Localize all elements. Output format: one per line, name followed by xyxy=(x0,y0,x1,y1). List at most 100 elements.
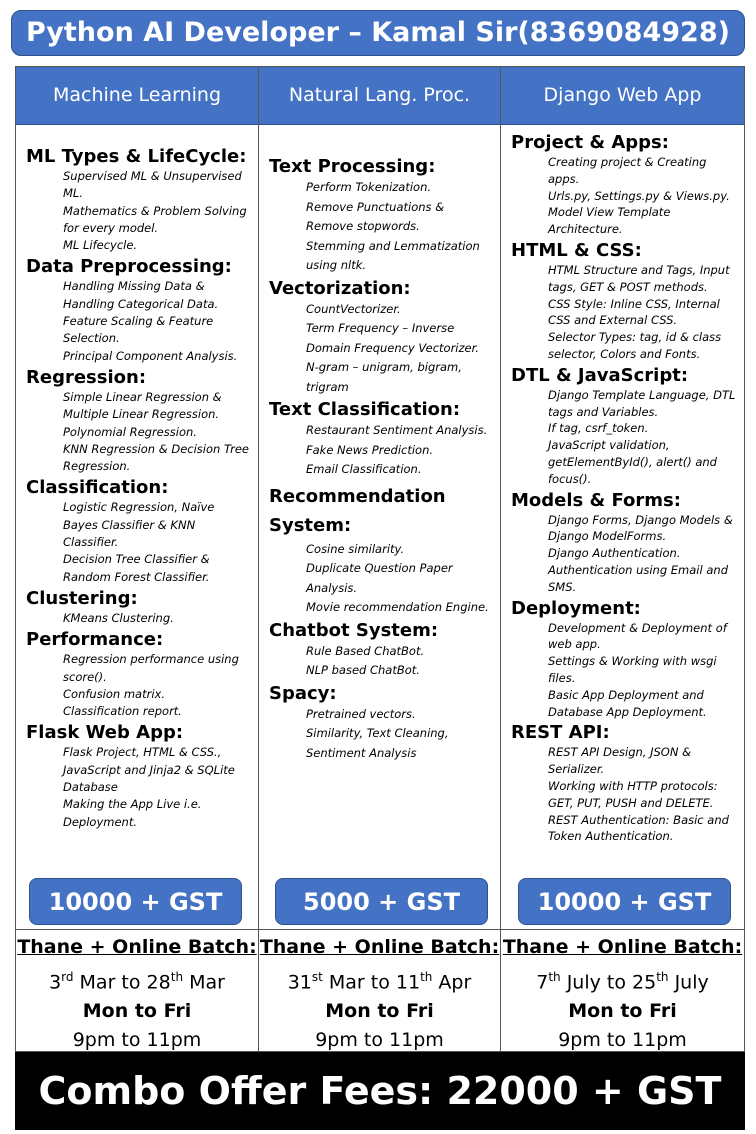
batch-title: Thane + Online Batch: xyxy=(17,936,257,958)
list-item: Handling Missing Data & Handling Categor… xyxy=(63,279,219,311)
section-title: Vectorization: xyxy=(269,277,411,299)
list-item: Classification report. xyxy=(63,704,182,719)
list-item: Cosine similarity. xyxy=(306,541,405,556)
batch-days: Mon to Fri xyxy=(82,1000,192,1023)
list-item: JavaScript validation, getElementById(),… xyxy=(548,438,717,486)
section-title: Chatbot System: xyxy=(269,619,439,641)
section: Regression: Simple Linear Regression & M… xyxy=(26,367,252,475)
section-title: Deployment: xyxy=(511,597,641,619)
list-item: Logistic Regression, Naïve Bayes Classif… xyxy=(63,500,215,550)
batch-days: Mon to Fri xyxy=(325,1000,434,1023)
list-item: Flask Project, HTML & CSS., JavaScript a… xyxy=(63,745,235,795)
list-item: Duplicate Question Paper Analysis. xyxy=(306,561,453,595)
column-body: ML Types & LifeCycle: Supervised ML & Un… xyxy=(16,124,258,930)
batch-title: Thane + Online Batch: xyxy=(259,936,500,958)
course-table: Machine Learning ML Types & LifeCycle: S… xyxy=(15,66,745,1054)
batch-days: Mon to Fri xyxy=(568,1000,677,1023)
list-item: Polynomial Regression. xyxy=(63,424,197,439)
list-item: Remove Punctuations & Remove stopwords. xyxy=(306,199,445,234)
section-title: Classification: xyxy=(26,477,169,499)
list-item: Model View Template Architecture. xyxy=(548,205,671,237)
list-item: Authentication using Email and SMS. xyxy=(548,562,728,594)
list-item: N-gram – unigram, bigram, trigram xyxy=(306,360,462,394)
section-title: DTL & JavaScript: xyxy=(511,364,689,386)
batch-dates: 7th July to 25th July xyxy=(536,970,709,994)
section-title: REST API: xyxy=(511,722,610,744)
price-badge: 10000 + GST xyxy=(29,878,242,925)
section-title: Flask Web App: xyxy=(26,722,184,744)
list-item: REST API Design, JSON & Serializer. xyxy=(548,745,692,777)
column-machine-learning: Machine Learning ML Types & LifeCycle: S… xyxy=(16,67,258,1051)
list-item: NLP based ChatBot. xyxy=(306,663,420,677)
list-item: Creating project & Creating apps. xyxy=(548,155,707,186)
section-title: Regression: xyxy=(26,366,147,388)
page-title: Python AI Developer – Kamal Sir(83690849… xyxy=(11,10,745,56)
list-item: KMeans Clustering. xyxy=(63,610,174,625)
list-item: Feature Scaling & Feature Selection. xyxy=(63,314,214,346)
list-item: Basic App Deployment and Database App De… xyxy=(548,687,707,719)
section: Spacy: Pretrained vectors. Similarity, T… xyxy=(269,683,494,764)
section: Text Classification: Restaurant Sentimen… xyxy=(269,399,494,480)
column-body: Text Processing: Perform Tokenization. R… xyxy=(259,124,500,930)
section-title: Spacy: xyxy=(269,682,337,704)
list-item: Regression performance using score(). xyxy=(63,652,239,684)
combo-offer-banner: Combo Offer Fees: 22000 + GST xyxy=(15,1052,745,1130)
section: ML Types & LifeCycle: Supervised ML & Un… xyxy=(26,146,252,254)
section: Clustering: KMeans Clustering. xyxy=(26,588,252,627)
list-item: Simple Linear Regression & Multiple Line… xyxy=(63,389,222,422)
list-item: Similarity, Text Cleaning, Sentiment Ana… xyxy=(306,726,449,760)
batch-dates: 31st Mar to 11th Apr xyxy=(287,970,472,994)
list-item: Mathematics & Problem Solving for every … xyxy=(63,203,247,235)
section-title: Performance: xyxy=(26,629,164,651)
list-item: CountVectorizer. xyxy=(306,301,401,316)
section: Recommendation System: Cosine similarity… xyxy=(269,482,494,618)
list-item: ML Lifecycle. xyxy=(63,238,138,253)
column-body: Project & Apps: Creating project & Creat… xyxy=(501,124,744,930)
list-item: Selector Types: tag, id & class selector… xyxy=(548,330,722,361)
batch-cell: Thane + Online Batch: 3rd Mar to 28th Ma… xyxy=(16,930,258,1054)
list-item: Stemming and Lemmatization using nltk. xyxy=(306,238,480,273)
section-title: Text Processing: xyxy=(269,156,436,177)
section-title: ML Types & LifeCycle: xyxy=(26,146,247,167)
section: Data Preprocessing: Handling Missing Dat… xyxy=(26,256,252,364)
column-heading: Machine Learning xyxy=(16,67,258,125)
list-item: Django Authentication. xyxy=(548,546,681,561)
batch-title: Thane + Online Batch: xyxy=(502,936,743,958)
list-item: Movie recommendation Engine. xyxy=(306,600,489,614)
batch-dates: 3rd Mar to 28th Mar xyxy=(49,970,225,994)
section: Chatbot System: Rule Based ChatBot. NLP … xyxy=(269,620,494,681)
list-item: HTML Structure and Tags, Input tags, GET… xyxy=(548,262,730,294)
batch-cell: Thane + Online Batch: 7th July to 25th J… xyxy=(500,930,744,1054)
section: Performance: Regression performance usin… xyxy=(26,629,252,720)
section-title: Data Preprocessing: xyxy=(26,256,232,278)
list-item: Urls.py, Settings.py & Views.py. xyxy=(548,188,730,203)
batch-cell: Thane + Online Batch: 31st Mar to 11th A… xyxy=(258,930,500,1054)
section: HTML & CSS: HTML Structure and Tags, Inp… xyxy=(511,240,738,363)
section: Project & Apps: Creating project & Creat… xyxy=(511,132,738,238)
batch-time: 9pm to 11pm xyxy=(72,1029,202,1052)
column-heading: Django Web App xyxy=(501,67,744,125)
section-title: Recommendation System: xyxy=(269,485,446,536)
section-title: HTML & CSS: xyxy=(511,239,642,261)
column-django-web-app: Django Web App Project & Apps: Creating … xyxy=(500,67,744,1051)
list-item: Rule Based ChatBot. xyxy=(306,643,425,658)
section: REST API: REST API Design, JSON & Serial… xyxy=(511,722,738,845)
list-item: Principal Component Analysis. xyxy=(63,348,238,363)
list-item: If tag, csrf_token. xyxy=(548,421,649,436)
section: Models & Forms: Django Forms, Django Mod… xyxy=(511,490,738,596)
batch-time: 9pm to 11pm xyxy=(558,1029,687,1052)
list-item: Fake News Prediction. xyxy=(306,442,434,457)
list-item: CSS Style: Inline CSS, Internal CSS and … xyxy=(548,296,720,328)
list-item: Confusion matrix. xyxy=(63,686,166,701)
list-item: Working with HTTP protocols: GET, PUT, P… xyxy=(548,778,718,810)
list-item: Settings & Working with wsgi files. xyxy=(548,654,717,685)
list-item: Term Frequency – Inverse Domain Frequenc… xyxy=(306,321,479,355)
list-item: Django Template Language, DTL tags and V… xyxy=(548,387,736,419)
column-natural-language-processing: Natural Lang. Proc. Text Processing: Per… xyxy=(258,67,500,1051)
section: Flask Web App: Flask Project, HTML & CSS… xyxy=(26,722,252,830)
price-badge: 5000 + GST xyxy=(275,878,488,925)
section-title: Text Classification: xyxy=(269,399,461,420)
section: Vectorization: CountVectorizer. Term Fre… xyxy=(269,278,494,398)
column-heading: Natural Lang. Proc. xyxy=(259,67,500,125)
batch-time: 9pm to 11pm xyxy=(315,1029,444,1052)
